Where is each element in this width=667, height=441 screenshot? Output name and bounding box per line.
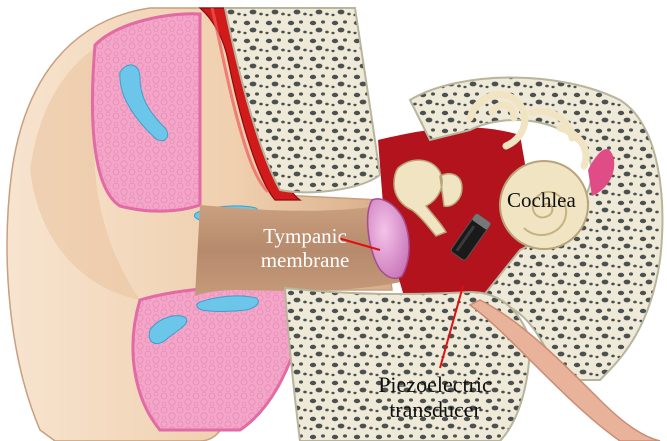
cochlea-label: Cochlea: [507, 188, 576, 212]
tympanic-label-line-2: membrane: [250, 248, 360, 272]
piezoelectric-transducer-label: Piezoelectric transducer: [350, 372, 520, 423]
piezo-label-line-2: transducer: [350, 397, 520, 422]
piezo-label-line-1: Piezoelectric: [350, 372, 520, 397]
tympanic-label-line-1: Tympanic: [250, 224, 360, 248]
tympanic-membrane-label: Tympanic membrane: [250, 224, 360, 272]
